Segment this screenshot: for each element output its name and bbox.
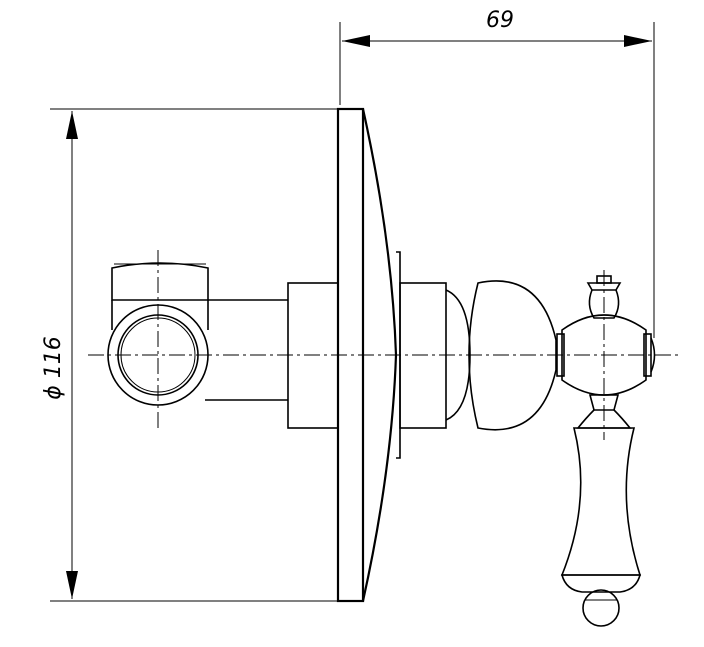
wall-plate-dome (361, 108, 398, 602)
inlet-inner-ring (120, 317, 196, 393)
diameter-arrow-top (66, 111, 78, 139)
lever-ball-end (582, 589, 620, 627)
finial-body (588, 289, 620, 319)
inlet-elbow-top (111, 262, 209, 301)
hub-right-cap (643, 333, 652, 377)
width-arrow-left (342, 35, 370, 47)
center-lines (88, 250, 682, 440)
diameter-dimension-label: ϕ 116 (41, 336, 66, 400)
cartridge-neck (445, 289, 471, 421)
cartridge (396, 251, 471, 459)
hub-right-button (650, 337, 656, 373)
handle-hub (561, 314, 647, 396)
width-dimension: 69 (339, 8, 655, 338)
inlet-fitting (107, 262, 288, 406)
diameter-dimension: ϕ 116 (41, 108, 338, 602)
dome-cap (468, 280, 557, 431)
width-dimension-label: 69 (486, 8, 514, 33)
lever-blade (560, 427, 642, 576)
wall-plate-flange (336, 107, 365, 603)
width-arrow-right (624, 35, 652, 47)
wall-plate (336, 107, 398, 603)
inlet-outer-ring (107, 304, 209, 406)
hub-left-cap (556, 333, 565, 377)
diameter-arrow-bottom (66, 571, 78, 599)
dome-cap-shape (468, 280, 557, 431)
lever-base (560, 574, 642, 593)
lever-handle (556, 275, 656, 627)
cartridge-sleeve (399, 282, 447, 429)
inlet-elbow-sides (111, 300, 209, 330)
inlet-mid-ring (117, 314, 199, 396)
